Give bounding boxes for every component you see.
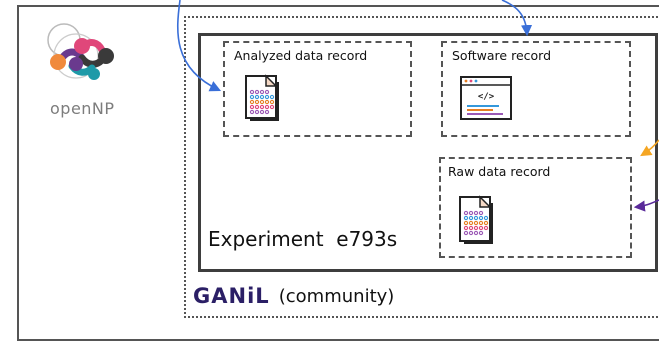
logo-node-purple (69, 57, 83, 71)
logo-node-orange (50, 54, 66, 70)
data-document-icon (459, 195, 493, 244)
software-record-label: Software record (452, 48, 552, 63)
community-label: GANiL (community) (193, 284, 394, 314)
logo-node-pink (74, 38, 90, 54)
software-record-box: Software record </> (441, 41, 631, 137)
analyzed-data-record-label: Analyzed data record (234, 48, 368, 63)
opennp-logo (47, 23, 114, 80)
experiment-label: Experiment e793s (208, 227, 398, 251)
opennp-logo-text: openNP (50, 99, 115, 118)
community-suffix: (community) (278, 285, 395, 307)
outer-frame (17, 5, 659, 341)
code-window-icon: </> (460, 76, 512, 120)
logo-node-dark (98, 48, 114, 64)
raw-data-record-label: Raw data record (448, 164, 551, 179)
analyzed-data-record-box: Analyzed data record (223, 41, 412, 137)
data-document-icon (245, 74, 279, 121)
logo-node-teal (88, 68, 100, 80)
ganil-logo: GANiL (193, 284, 270, 308)
raw-data-record-box: Raw data record (439, 157, 632, 258)
community-frame (184, 16, 659, 318)
code-glyph: </> (478, 92, 495, 102)
